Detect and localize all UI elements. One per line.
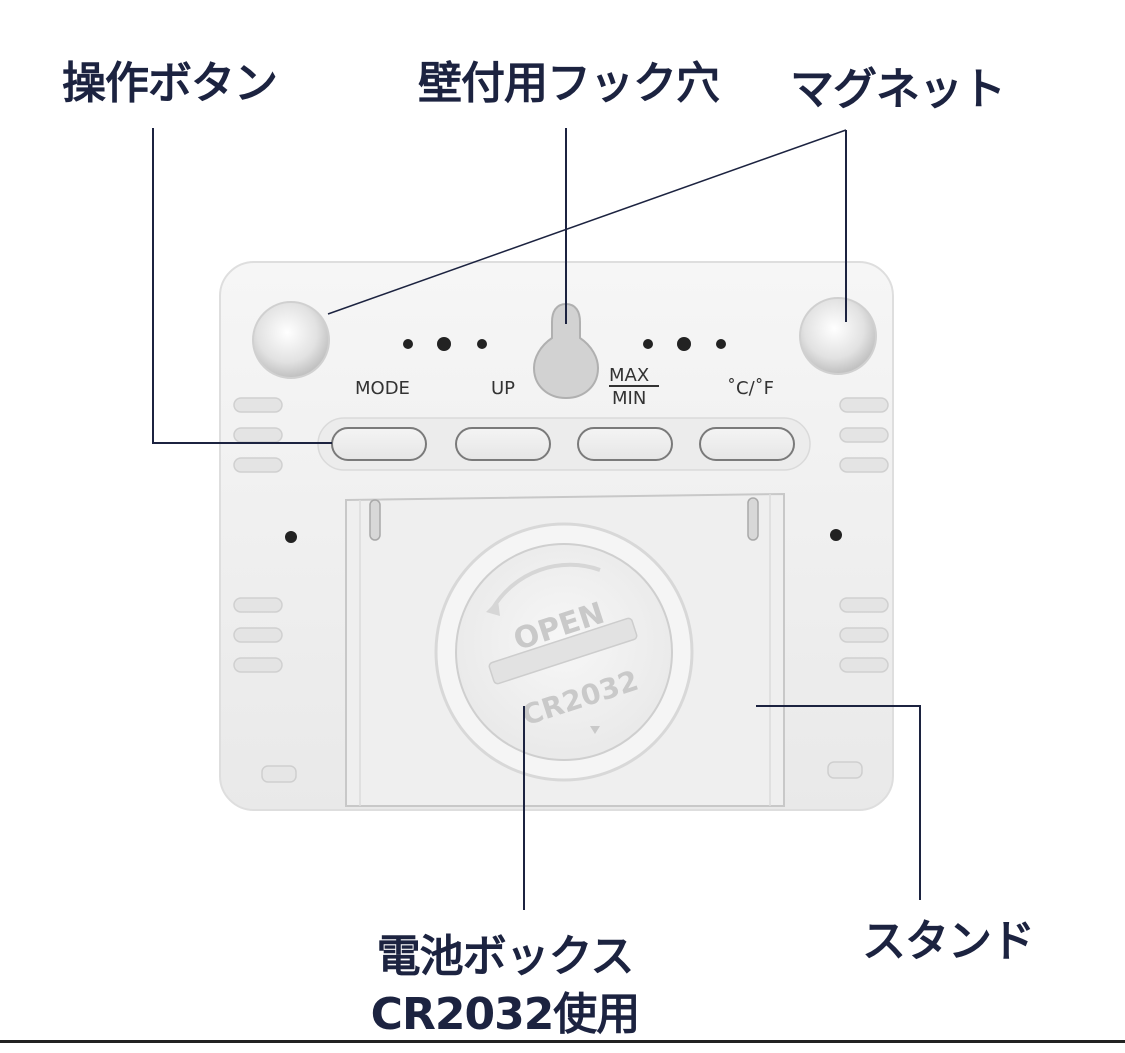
- hook-hole-icon: [532, 302, 600, 400]
- mode-button-label: MODE: [355, 378, 410, 399]
- foot-left: [261, 765, 297, 783]
- screw-left-icon: [285, 531, 297, 543]
- side-vent-left-top: [233, 397, 283, 473]
- callout-stand-label: スタンド: [862, 916, 1035, 967]
- vent-dots-right: [643, 337, 726, 351]
- callout-battery-line1: 電池ボックス: [376, 931, 635, 982]
- bottom-rule: [0, 1040, 1125, 1043]
- side-vent-right-top: [839, 397, 889, 473]
- screw-right-icon: [830, 529, 842, 541]
- foot-right: [827, 761, 863, 779]
- leader-buttons: [152, 128, 332, 444]
- vent-dots-left: [403, 337, 487, 351]
- stand-slot-right: [747, 497, 759, 541]
- up-button-label: UP: [491, 378, 515, 399]
- magnet-left-icon: [252, 301, 330, 379]
- min-button-label: MIN: [612, 388, 646, 409]
- max-min-button[interactable]: [577, 427, 673, 461]
- callout-battery-label: 電池ボックス CR2032使用: [345, 928, 665, 1044]
- unit-button[interactable]: [699, 427, 795, 461]
- coin-slot: [488, 617, 638, 685]
- leader-lines: [152, 128, 921, 910]
- up-button[interactable]: [455, 427, 551, 461]
- callout-battery-line2: CR2032使用: [370, 989, 641, 1040]
- stand-slot-left: [369, 499, 381, 541]
- max-button-label: MAX: [609, 365, 649, 386]
- mode-button[interactable]: [331, 427, 427, 461]
- unit-button-label: ˚C/˚F: [727, 378, 774, 399]
- leader-magnet-left: [327, 129, 847, 315]
- side-vent-left-bottom: [233, 597, 283, 673]
- magnet-right-icon: [799, 297, 877, 375]
- side-vent-right-bottom: [839, 597, 889, 673]
- callout-hook-label: 壁付用フック穴: [418, 58, 720, 109]
- callout-magnet-label: マグネット: [790, 64, 1006, 115]
- leader-stand: [756, 705, 921, 900]
- callout-buttons-label: 操作ボタン: [62, 58, 278, 109]
